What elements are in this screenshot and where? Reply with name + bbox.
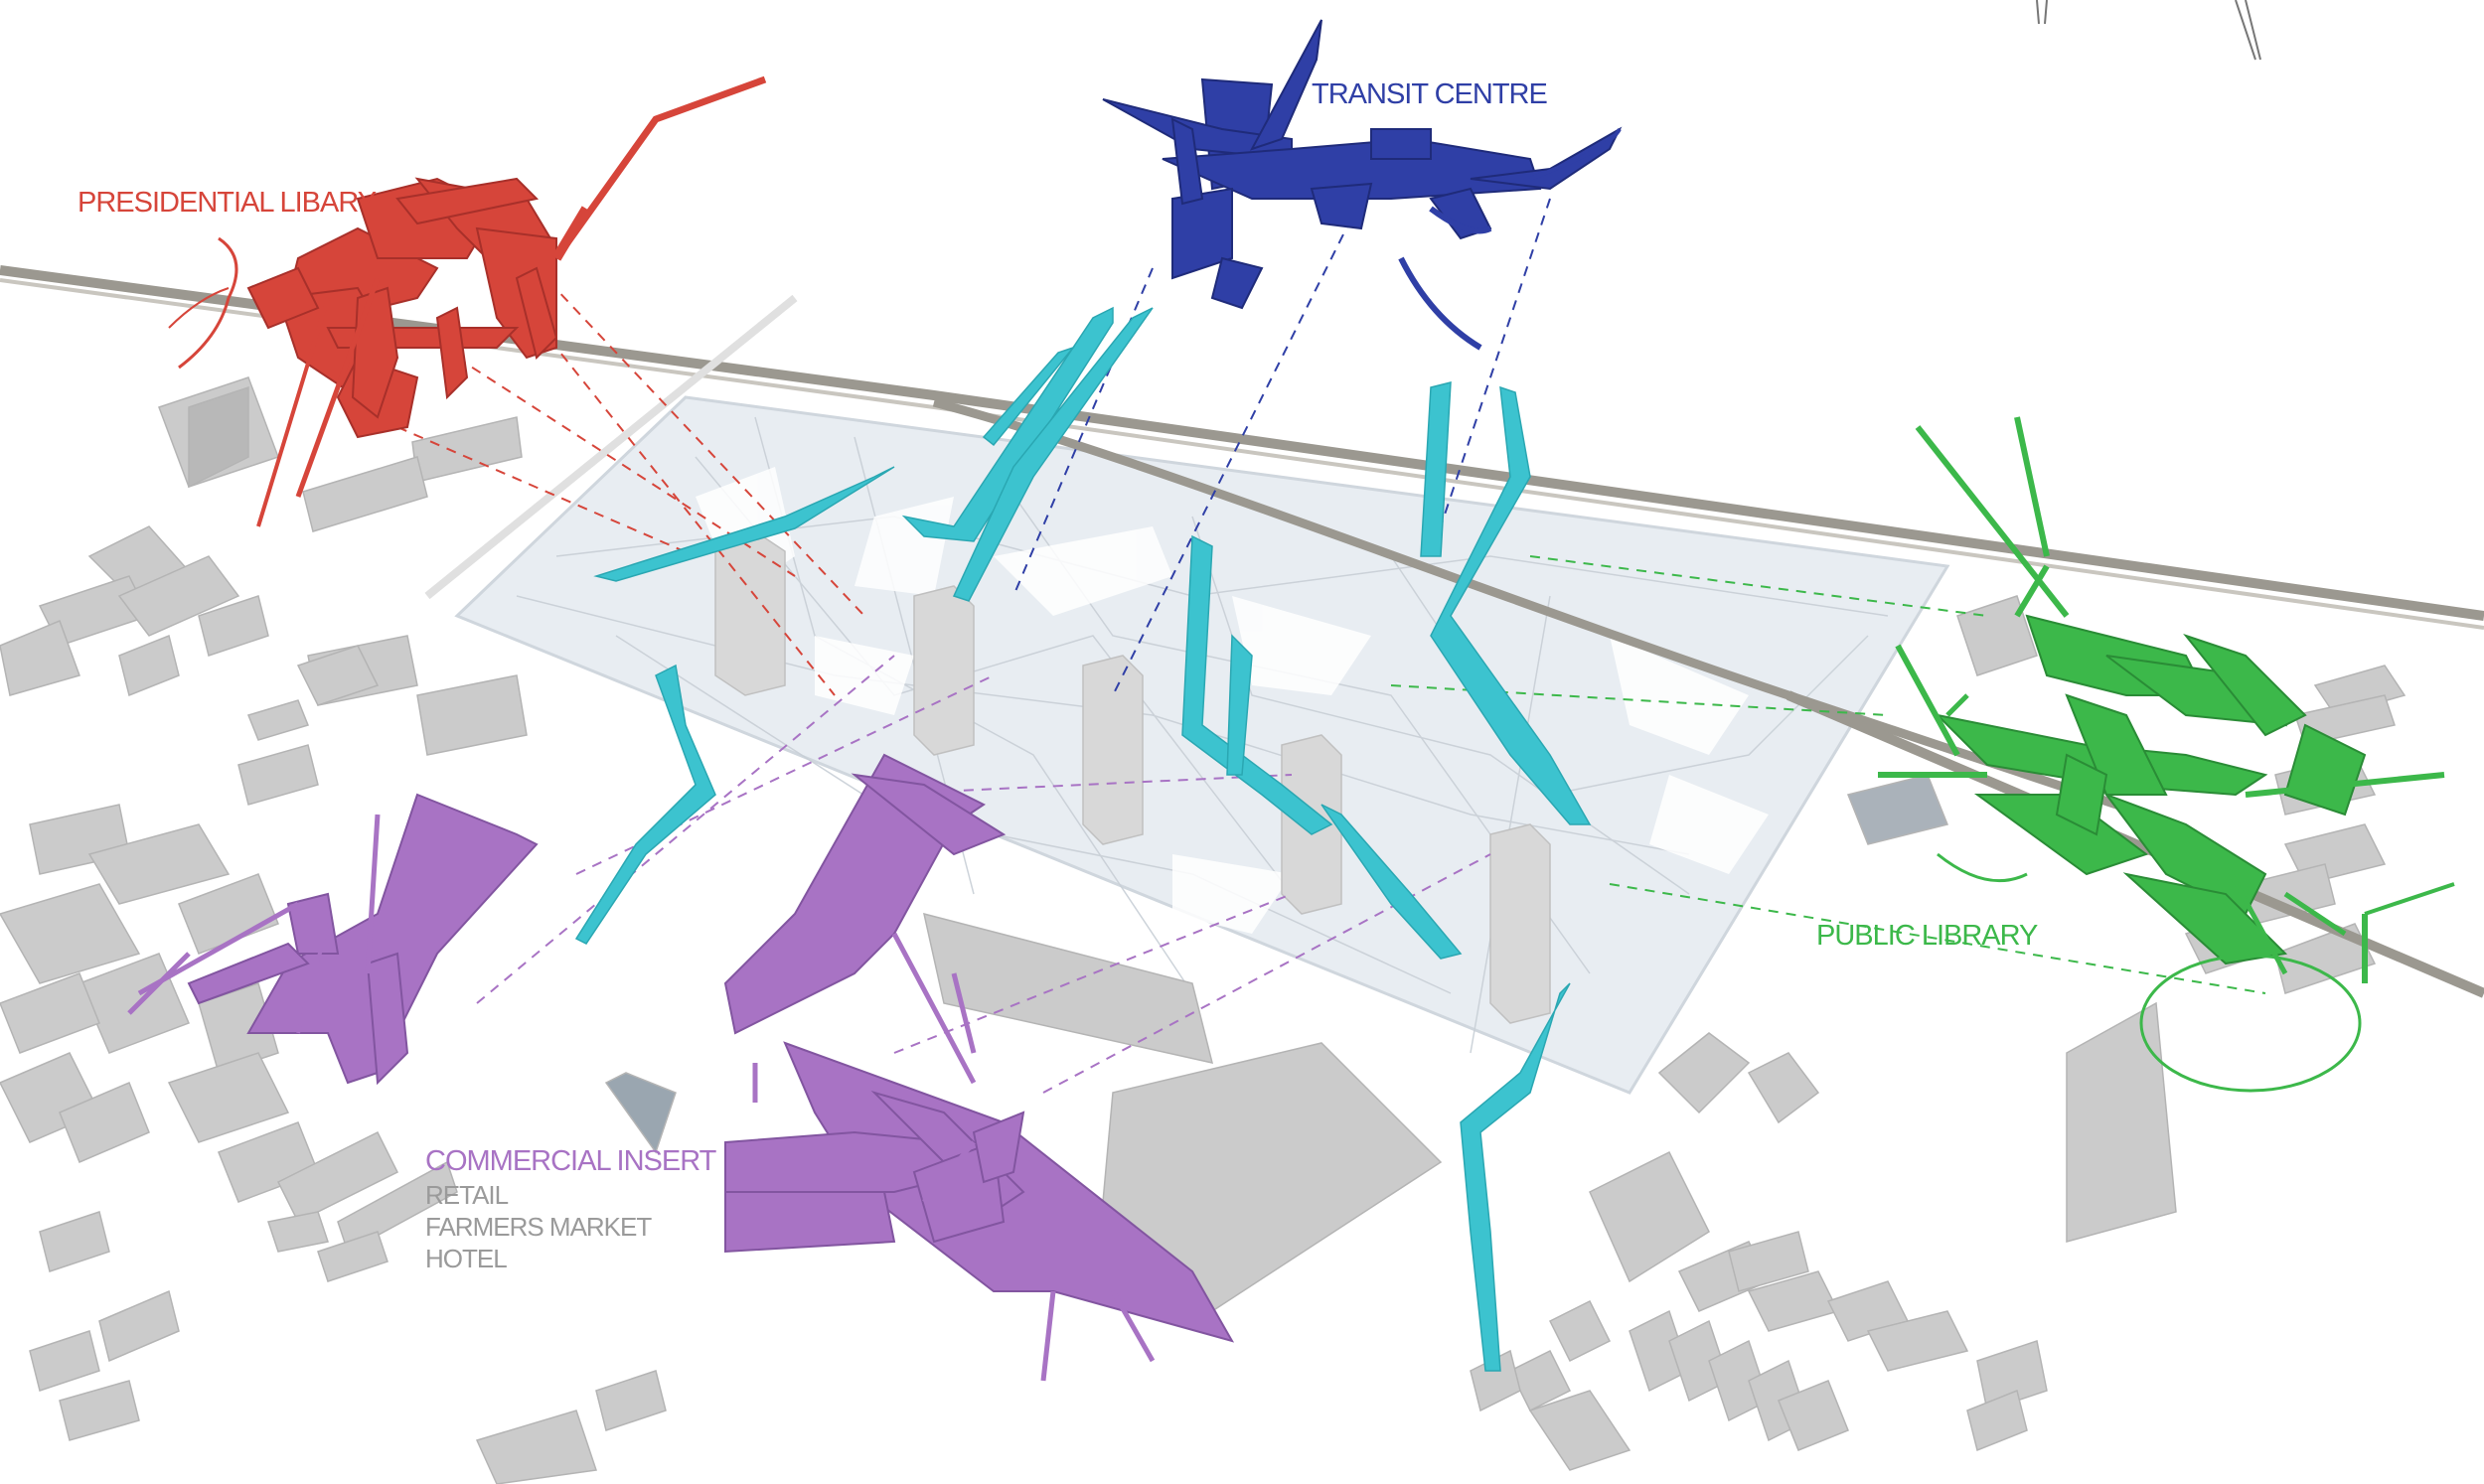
public-library-massing — [1934, 614, 2367, 965]
presidential-library-massing — [246, 177, 558, 439]
commercial-insert-massing — [187, 753, 1235, 1343]
presidential-library-label: PRESIDENTIAL LIBARY — [78, 187, 377, 219]
transit-centre-massing — [1102, 19, 1623, 310]
connector-ribbons — [574, 306, 1592, 1372]
commercial-insert-label: COMMERCIAL INSERT — [425, 1145, 716, 1177]
transit-centre-lines — [1398, 127, 1622, 351]
transit-centre-label: TRANSIT CENTRE — [1312, 78, 1548, 110]
commercial-insert-lines — [127, 814, 1156, 1382]
towers — [714, 530, 1551, 1024]
presidential-library-lines — [168, 75, 767, 527]
public-library-lines — [1878, 416, 2455, 1093]
top-edge-fragments — [2036, 0, 2261, 61]
commercial-use-retail: RETAIL — [425, 1180, 509, 1210]
commercial-use-hotel: HOTEL — [425, 1244, 508, 1273]
commercial-use-farmers-market: FARMERS MARKET — [425, 1212, 652, 1242]
public-library-label: PUBLIC LIBRARY — [1816, 920, 2038, 952]
